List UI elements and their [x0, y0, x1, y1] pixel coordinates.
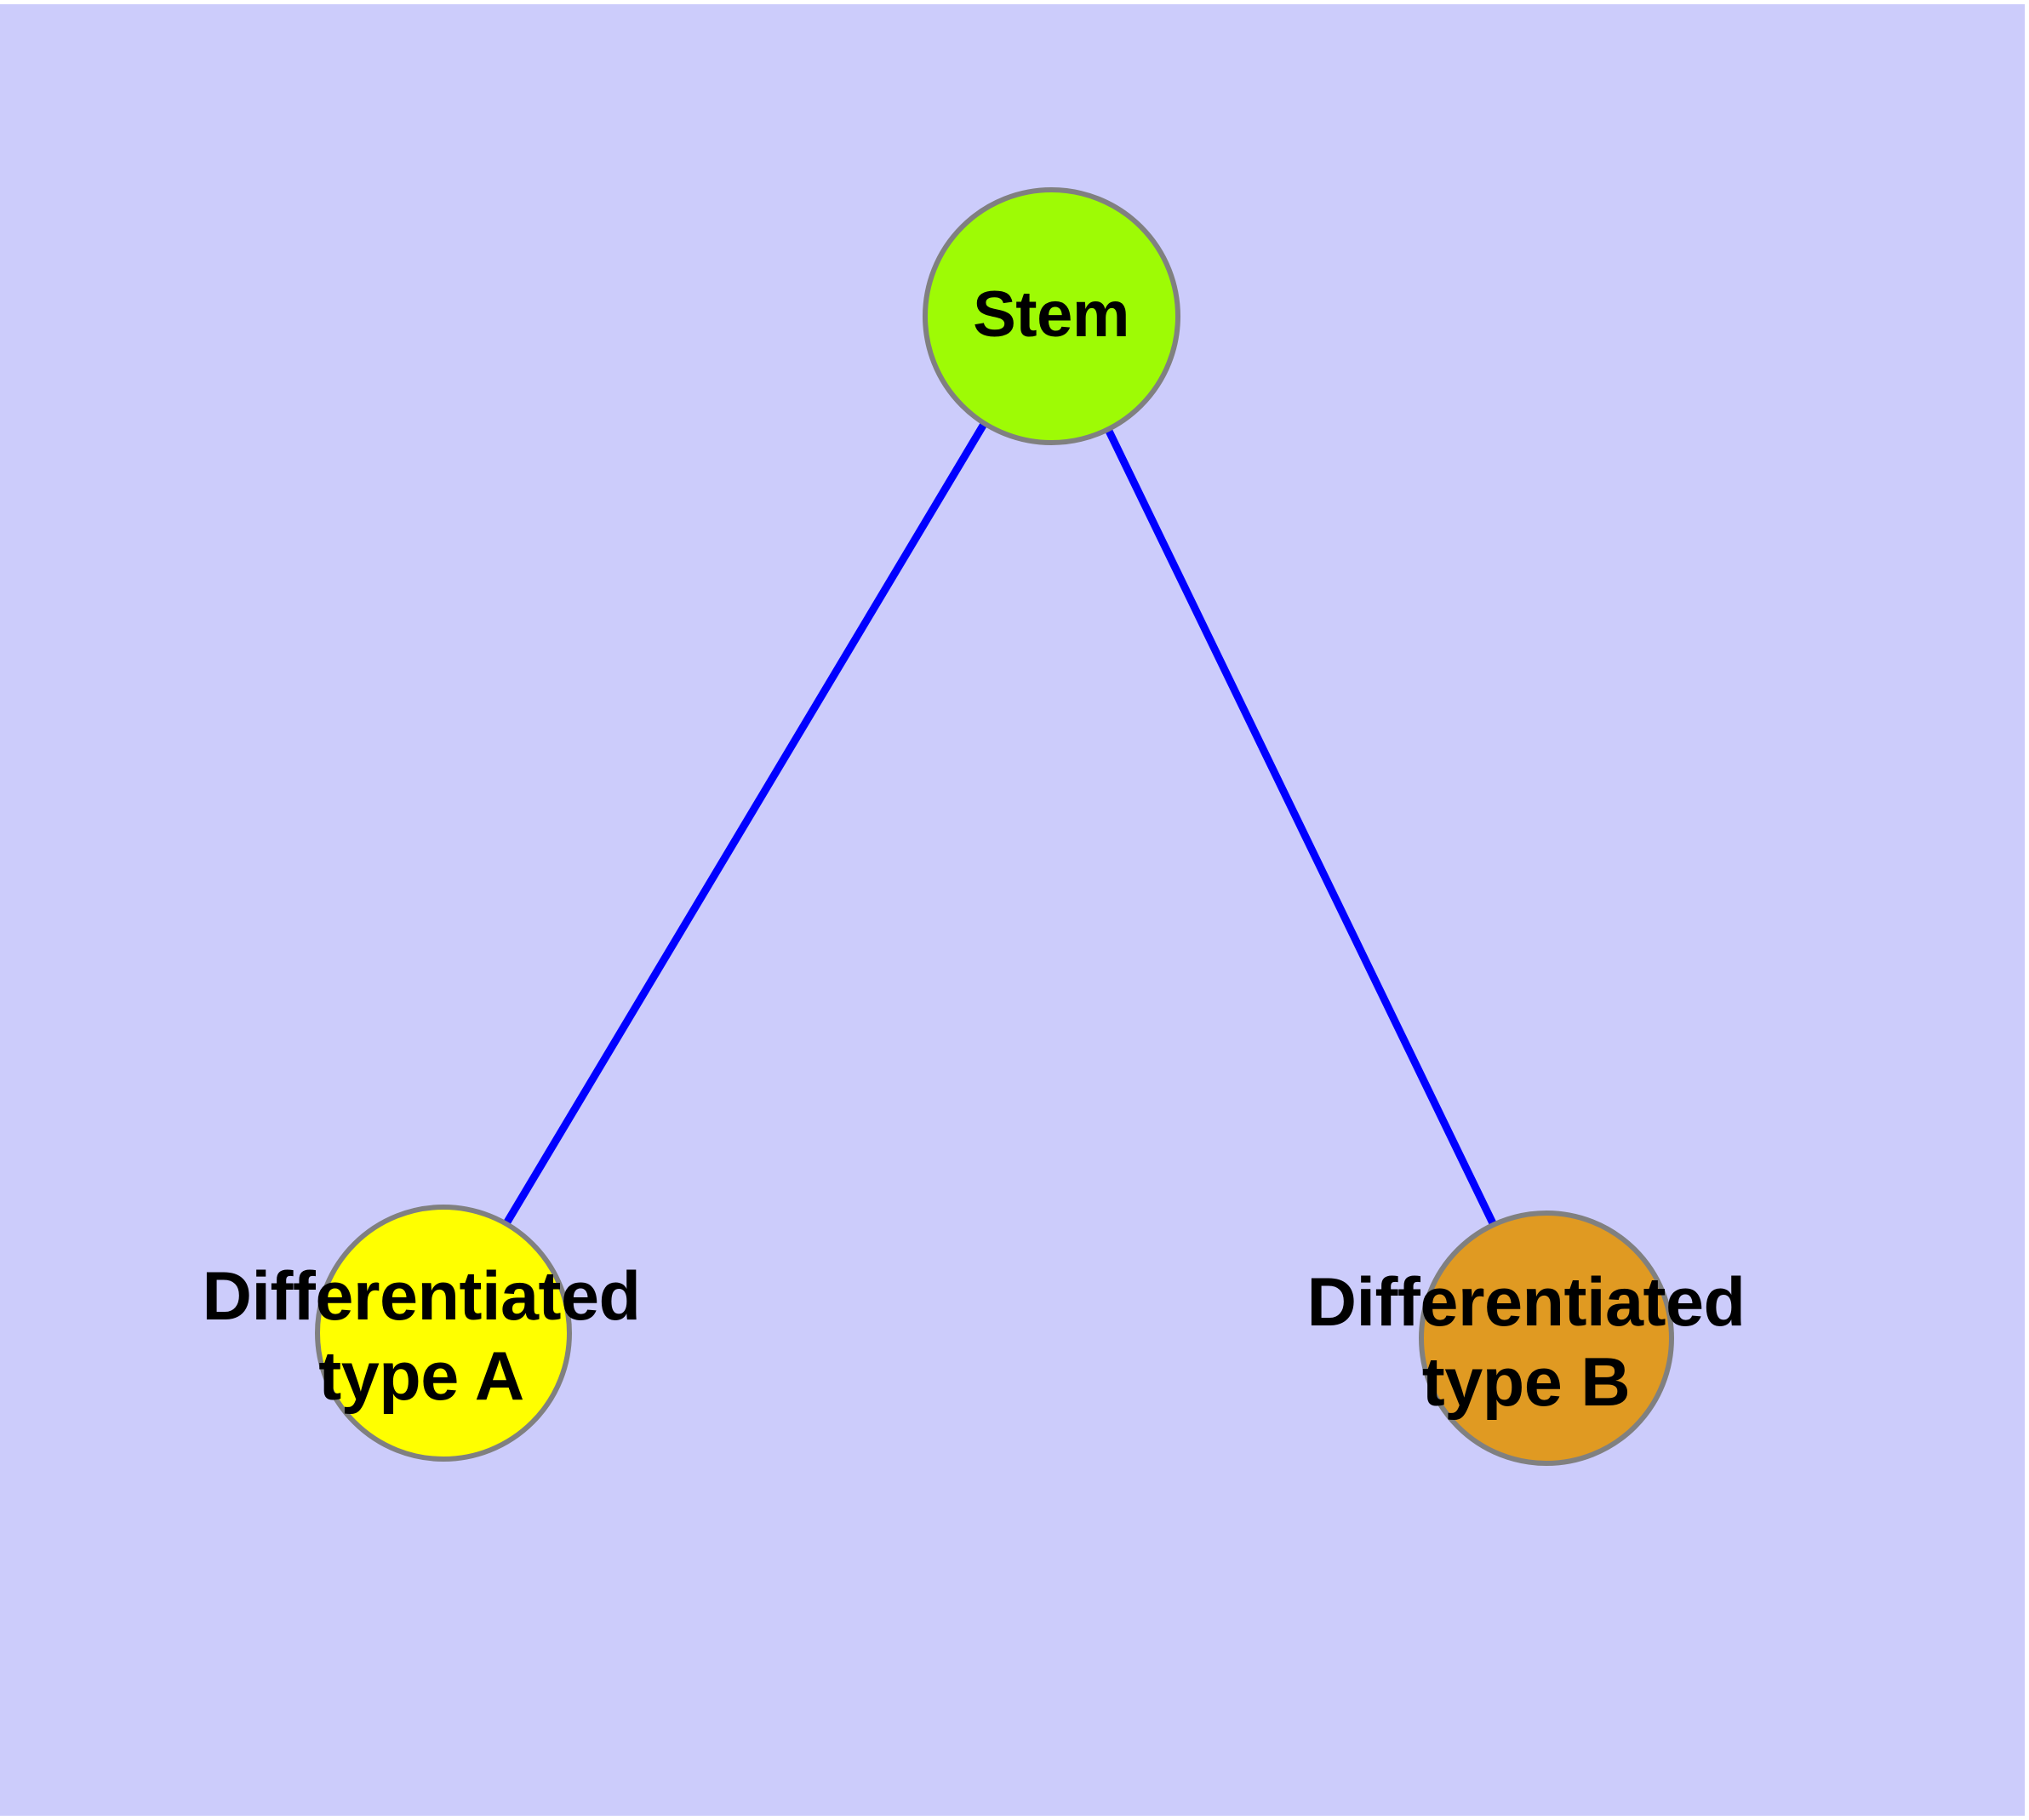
node-stem[interactable] — [923, 187, 1180, 445]
diagram-plot-area: Stem Differentiated type A Differentiate… — [0, 4, 2025, 1816]
node-differentiated-type-b[interactable] — [1419, 1210, 1674, 1466]
node-differentiated-type-a[interactable] — [315, 1205, 572, 1462]
edge-stem-to-type-a — [440, 309, 1055, 1331]
edge-layer — [440, 309, 1551, 1336]
edge-stem-to-type-b — [1047, 310, 1551, 1336]
